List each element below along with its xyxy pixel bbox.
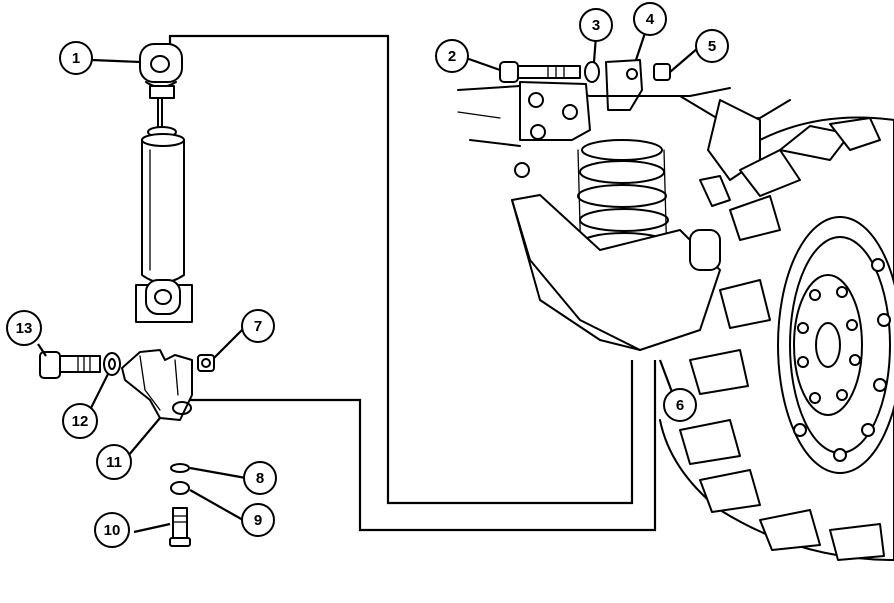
callout-8: 8 <box>243 461 277 495</box>
callout-label: 6 <box>676 397 684 414</box>
callout-4: 4 <box>633 2 667 36</box>
callout-9: 9 <box>241 503 275 537</box>
wheel-hub <box>777 216 894 474</box>
suspension-assembly <box>457 81 894 561</box>
callout-label: 4 <box>646 11 655 28</box>
callout-7: 7 <box>241 309 275 343</box>
callout-5: 5 <box>695 29 729 63</box>
leader-lines <box>37 29 699 534</box>
callout-label: 2 <box>448 48 456 65</box>
callout-1: 1 <box>59 41 93 75</box>
connector-lines <box>168 34 657 532</box>
callout-label: 10 <box>104 522 121 539</box>
tire <box>659 116 894 561</box>
callout-label: 12 <box>72 413 89 430</box>
callout-12: 12 <box>62 403 98 439</box>
callout-10: 10 <box>94 512 130 548</box>
callout-3: 3 <box>579 8 613 42</box>
callout-label: 7 <box>254 318 262 335</box>
callout-2: 2 <box>435 39 469 73</box>
callout-6: 6 <box>663 388 697 422</box>
callout-label: 9 <box>254 512 262 529</box>
shock-absorber <box>135 43 193 323</box>
callout-13: 13 <box>6 310 42 346</box>
callout-label: 5 <box>708 38 716 55</box>
callout-label: 8 <box>256 470 264 487</box>
callout-11: 11 <box>96 444 132 480</box>
lower-bracket <box>39 349 215 547</box>
callout-label: 3 <box>592 17 600 34</box>
callout-label: 13 <box>16 320 33 337</box>
upper-mount-hardware <box>499 59 671 111</box>
callout-label: 1 <box>72 50 80 67</box>
callout-label: 11 <box>106 454 122 471</box>
